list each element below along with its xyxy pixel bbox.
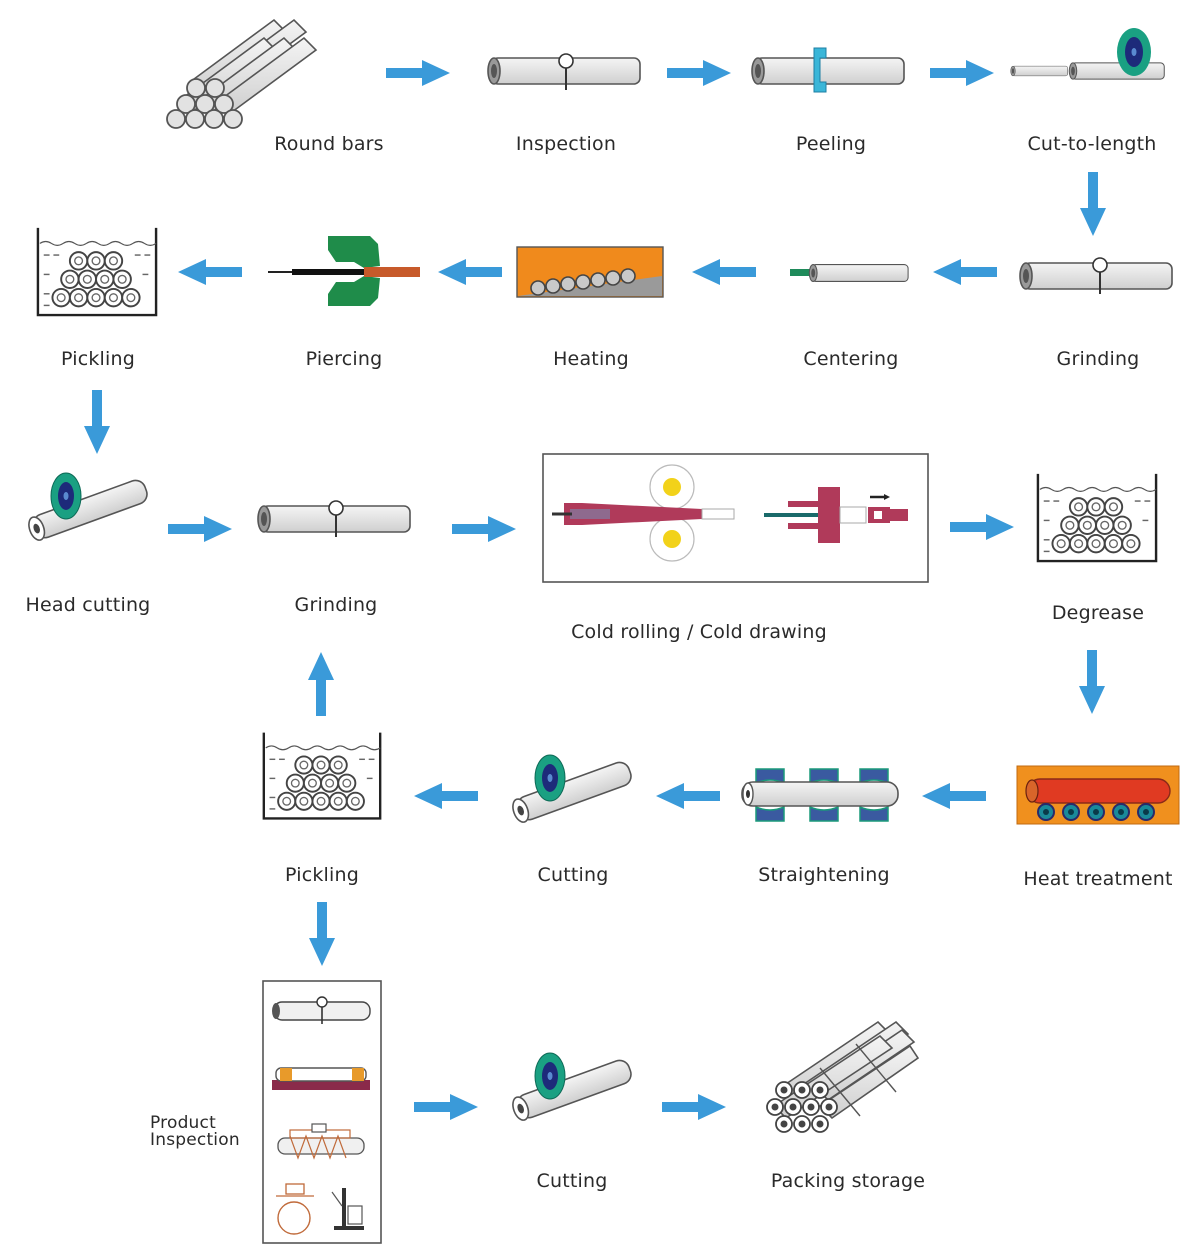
flow-arrow-left <box>656 783 720 809</box>
flow-arrow-up <box>308 652 334 716</box>
step-label-cutting: Cutting <box>537 864 609 886</box>
flow-arrow-down <box>309 902 335 966</box>
step-label-cold-rolling-drawing: Cold rolling / Cold drawing <box>571 621 827 643</box>
step-label-head-cutting: Head cutting <box>25 594 151 616</box>
degrease-tank-icon <box>1034 472 1160 564</box>
pickling-tank-icon <box>34 226 160 318</box>
flow-arrow-right <box>168 516 232 542</box>
step-label-inspection: Inspection <box>515 133 617 155</box>
flow-arrow-left <box>692 259 756 285</box>
flow-arrow-right <box>386 60 450 86</box>
flow-arrow-down <box>84 390 110 454</box>
step-label-straightening: Straightening <box>758 864 890 886</box>
flow-arrow-left <box>178 259 242 285</box>
step-label-pickling: Pickling <box>284 864 360 886</box>
grinding-icon <box>256 498 416 540</box>
flow-arrow-left <box>922 783 986 809</box>
flow-arrow-right <box>950 514 1014 540</box>
product-inspection-line2: Inspection <box>150 1130 240 1150</box>
peeling-icon <box>750 46 910 94</box>
step-label-degrease: Degrease <box>1051 602 1145 624</box>
heating-icon <box>516 246 664 298</box>
piercing-icon <box>266 232 422 312</box>
centering-icon <box>788 258 914 288</box>
step-label-pickling: Pickling <box>60 348 136 370</box>
step-label-heating: Heating <box>553 348 629 370</box>
heat-treatment-icon <box>1016 765 1180 825</box>
flow-arrow-left <box>414 783 478 809</box>
flow-arrow-right <box>930 60 994 86</box>
step-label-cut-to-length: Cut-to-length <box>1027 133 1157 155</box>
step-label-packing-storage: Packing storage <box>770 1170 926 1192</box>
step-label-round-bars: Round bars <box>274 133 384 155</box>
head-cutting-icon <box>22 466 152 546</box>
cut-to-length-icon <box>1010 22 1170 92</box>
step-label-grinding: Grinding <box>1056 348 1140 370</box>
step-label-product-inspection: Product Inspection <box>150 1115 240 1149</box>
product-inspection-line1: Product <box>150 1113 216 1133</box>
flow-arrow-left <box>438 259 502 285</box>
pickling-tank-icon <box>260 730 384 822</box>
cutting-icon <box>506 1046 636 1126</box>
round-bars-icon <box>162 12 322 130</box>
flow-arrow-right <box>667 60 731 86</box>
step-label-grinding: Grinding <box>294 594 378 616</box>
step-label-piercing: Piercing <box>305 348 383 370</box>
step-label-peeling: Peeling <box>795 133 867 155</box>
grinding-icon <box>1018 255 1178 299</box>
flow-arrow-left <box>933 259 997 285</box>
flow-arrow-right <box>662 1094 726 1120</box>
step-label-heat-treatment: Heat treatment <box>1023 868 1173 890</box>
product-inspection-panel <box>262 980 382 1246</box>
straightening-icon <box>740 765 900 825</box>
inspection-icon <box>486 52 646 92</box>
step-label-centering: Centering <box>803 348 899 370</box>
flow-arrow-right <box>452 516 516 542</box>
flow-arrow-down <box>1080 172 1106 236</box>
flow-arrow-down <box>1079 650 1105 714</box>
cold-rolling-drawing-panel <box>542 453 929 583</box>
flow-arrow-right <box>414 1094 478 1120</box>
packing-storage-icon <box>760 1016 920 1136</box>
cutting-icon <box>506 748 636 828</box>
step-label-cutting: Cutting <box>536 1170 608 1192</box>
